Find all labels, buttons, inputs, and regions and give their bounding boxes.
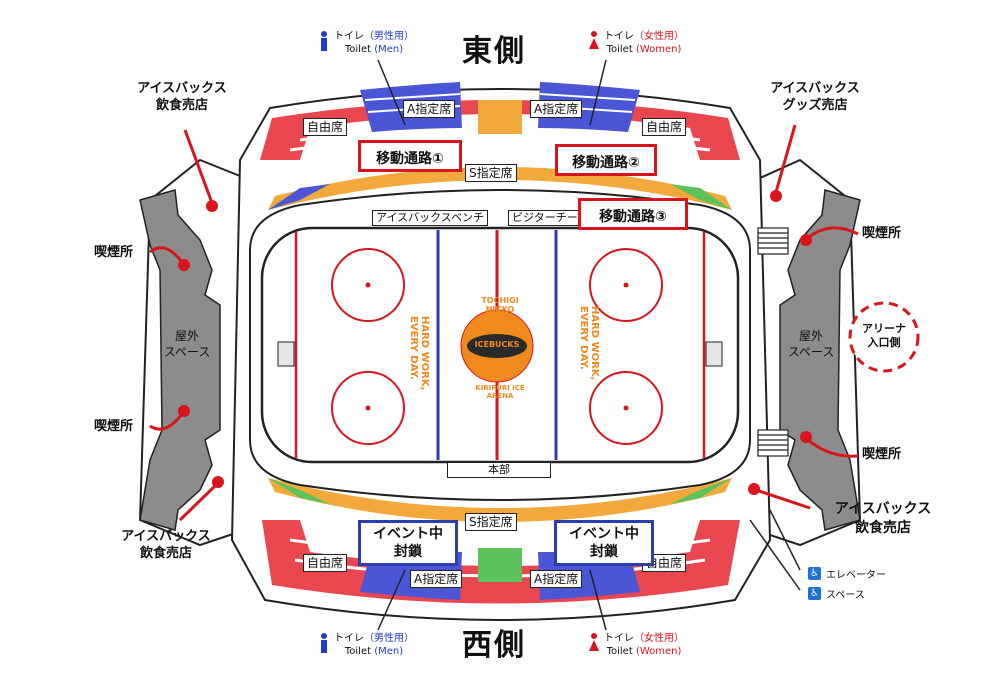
- closed-area-left: イベント中封鎖: [358, 520, 458, 566]
- wheelchair-icon: ♿: [808, 567, 821, 580]
- free-seat-label: 自由席: [303, 554, 348, 572]
- smoking-area-label: 喫煙所: [94, 245, 134, 260]
- passage-3: 移動通路③: [578, 198, 688, 230]
- smoking-area-label: 喫煙所: [862, 226, 902, 241]
- toilet-men-icon: [321, 633, 327, 653]
- closed-area-right: イベント中封鎖: [554, 520, 654, 566]
- visitor-bench-label: ビジターチー: [508, 210, 582, 226]
- arena-entry-label: アリーナ入口側: [862, 322, 906, 349]
- headquarters-label: 本部: [447, 462, 551, 478]
- passage-2: 移動通路②: [555, 144, 657, 176]
- free-seat-label: 自由席: [303, 118, 348, 136]
- outdoor-space-right-label: 屋外スペース: [787, 329, 835, 359]
- home-bench-label: アイスバックスベンチ: [372, 210, 489, 226]
- s-reserved-label: S指定席: [465, 513, 517, 531]
- legend-elevator: ♿ エレベーター: [808, 566, 886, 581]
- toilet-women-west: トイレ（女性用） Toilet (Women): [604, 633, 684, 657]
- toilet-women-east: トイレ（女性用） Toilet (Women): [604, 31, 684, 55]
- food-stand-se: アイスバックス飲食売店: [834, 501, 932, 536]
- toilet-men-icon: [321, 31, 327, 51]
- wheelchair-icon: ♿: [808, 587, 821, 600]
- stairs-right: [757, 227, 789, 457]
- ice-rink: [260, 226, 740, 464]
- arena-entry-marker: [848, 301, 920, 373]
- a-reserved-label: A指定席: [530, 100, 583, 118]
- s-reserved-label: S指定席: [465, 164, 517, 182]
- slogan-right: HARD WORK, EVERY DAY.: [578, 306, 600, 381]
- toilet-women-icon: [589, 633, 599, 651]
- outdoor-space-left-label: 屋外スペース: [163, 329, 211, 359]
- west-side-title: 西側: [462, 628, 526, 663]
- a-reserved-label: A指定席: [530, 570, 583, 588]
- toilet-women-icon: [589, 31, 599, 49]
- a-reserved-label: A指定席: [410, 570, 463, 588]
- legend-space: ♿ スペース: [808, 586, 865, 601]
- slogan-left: HARD WORK, EVERY DAY.: [408, 316, 430, 391]
- smoking-area-label: 喫煙所: [94, 419, 134, 434]
- toilet-men-east: トイレ（男性用） Toilet (Men): [334, 31, 414, 55]
- goods-stand: アイスバックスグッズ売店: [770, 81, 860, 113]
- a-reserved-label: A指定席: [403, 100, 456, 118]
- toilet-men-west: トイレ（男性用） Toilet (Men): [334, 633, 414, 657]
- toilet-icons: [321, 31, 599, 653]
- east-stands: [260, 82, 740, 210]
- toilet-pointers: [377, 59, 801, 631]
- east-side-title: 東側: [462, 34, 526, 69]
- callout-pointers: [149, 124, 859, 522]
- logo-text-bottom: KIRIFURI ICE ARENA: [475, 384, 525, 400]
- food-stand-sw: アイスバックス飲食売店: [121, 529, 211, 561]
- passage-1: 移動通路①: [358, 140, 462, 172]
- smoking-area-label: 喫煙所: [862, 447, 902, 462]
- free-seat-label: 自由席: [642, 118, 687, 136]
- logo-text-top: TOCHIGI NIKKO: [481, 296, 519, 314]
- food-stand-nw: アイスバックス飲食売店: [137, 81, 227, 113]
- logo-center: ICEBUCKS: [474, 340, 520, 349]
